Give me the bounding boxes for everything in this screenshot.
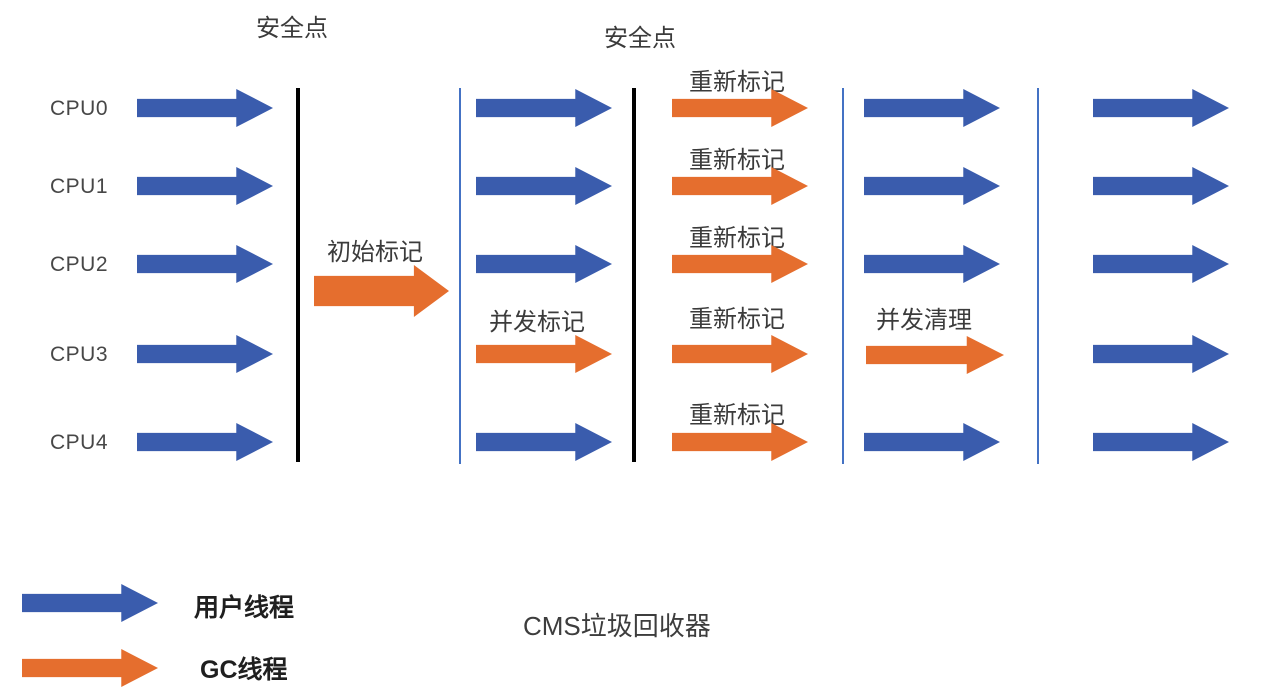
remark-label-1: 重新标记	[689, 147, 785, 174]
user-thread-arrow	[1093, 167, 1229, 205]
user-thread-arrow	[1093, 335, 1229, 373]
cpu-label-2: CPU2	[50, 253, 109, 276]
user-thread-arrow	[137, 423, 273, 461]
remark-label-2: 重新标记	[689, 225, 785, 252]
remark-label-3: 重新标记	[689, 306, 785, 333]
cpu-label-4: CPU4	[50, 431, 109, 454]
gc-thread-arrow-concurrent-mark	[476, 335, 612, 373]
initial-mark-label: 初始标记	[327, 239, 423, 266]
gc-thread-arrow-initial-mark	[314, 265, 449, 317]
safepoint-caption-2: 安全点	[604, 25, 676, 52]
user-thread-arrow	[137, 89, 273, 127]
phase-divider-line-1	[459, 88, 461, 464]
user-thread-arrow	[1093, 423, 1229, 461]
phase-divider-line-2	[842, 88, 844, 464]
safepoint-line-1	[296, 88, 300, 462]
concurrent-mark-label: 并发标记	[489, 309, 585, 336]
user-thread-arrow	[1093, 245, 1229, 283]
user-thread-arrow	[864, 245, 1000, 283]
gc-thread-arrow-remark	[672, 335, 808, 373]
user-thread-arrow	[137, 167, 273, 205]
diagram-title: CMS垃圾回收器	[523, 611, 711, 641]
user-thread-arrow	[1093, 89, 1229, 127]
legend-user-thread-arrow	[22, 584, 158, 622]
cpu-label-0: CPU0	[50, 97, 109, 120]
cpu-label-3: CPU3	[50, 343, 109, 366]
user-thread-arrow	[864, 89, 1000, 127]
concurrent-sweep-label: 并发清理	[876, 307, 972, 334]
legend-gc-thread-arrow	[22, 649, 158, 687]
user-thread-arrow	[476, 423, 612, 461]
remark-label-4: 重新标记	[689, 402, 785, 429]
remark-label-0: 重新标记	[689, 69, 785, 96]
legend-gc-thread-label: GC线程	[200, 656, 288, 684]
safepoint-line-2	[632, 88, 636, 462]
user-thread-arrow	[476, 245, 612, 283]
user-thread-arrow	[476, 167, 612, 205]
user-thread-arrow	[137, 335, 273, 373]
cpu-label-1: CPU1	[50, 175, 109, 198]
safepoint-caption-1: 安全点	[256, 15, 328, 42]
legend-user-thread-label: 用户线程	[194, 594, 295, 622]
gc-thread-arrow-concurrent-sweep	[866, 336, 1004, 374]
user-thread-arrow	[137, 245, 273, 283]
user-thread-arrow	[476, 89, 612, 127]
phase-divider-line-3	[1037, 88, 1039, 464]
user-thread-arrow	[864, 423, 1000, 461]
user-thread-arrow	[864, 167, 1000, 205]
